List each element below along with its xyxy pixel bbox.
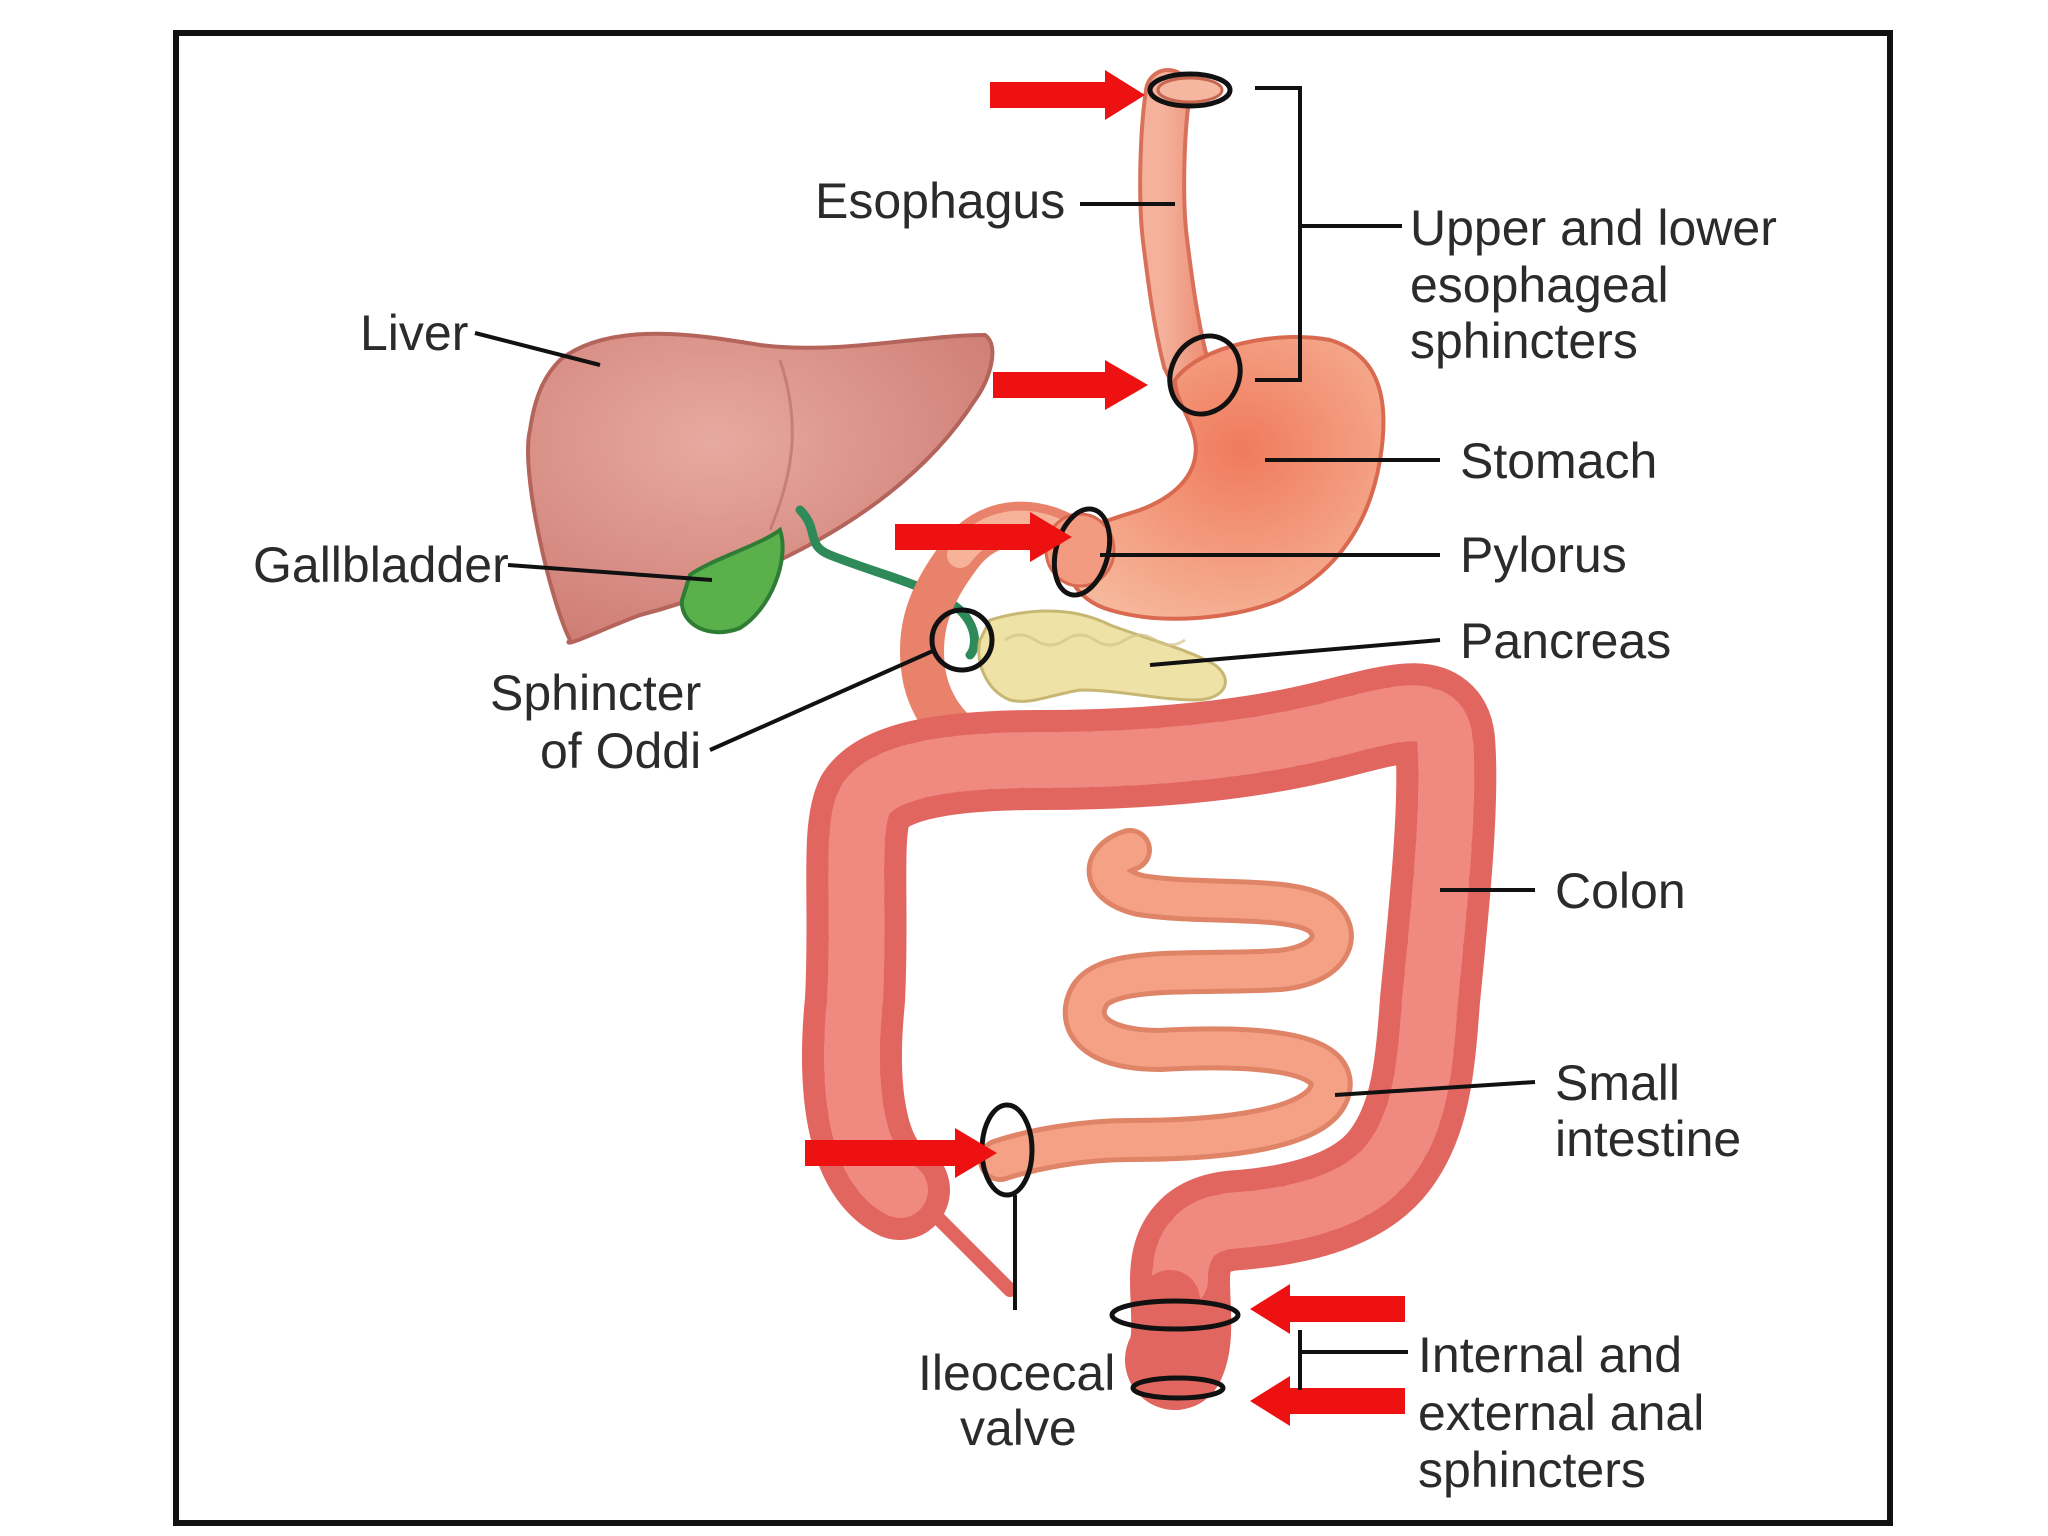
label-gallbladder: Gallbladder [253,537,509,593]
label-esophagus: Esophagus [815,173,1065,229]
liver-organ [526,331,995,645]
external-anal-sphincter-ring [1130,1375,1226,1401]
label-liver: Liver [360,305,468,361]
label-sphincter-of-oddi-line2: of Oddi [540,723,701,779]
liver-lobe-line [768,359,794,531]
pancreas-texture [1004,633,1186,647]
colon-highlight [824,685,1475,1308]
label-pancreas: Pancreas [1460,613,1671,669]
anal-canal [1140,1270,1207,1410]
label-ileocecal-line1: Ileocecal [918,1345,1115,1401]
bile-duct [795,505,979,660]
pancreas-organ [977,609,1227,703]
label-pylorus: Pylorus [1460,527,1627,583]
arrow-lower-esophageal [993,360,1148,410]
label-anal-line3: sphincters [1418,1442,1646,1498]
arrow-external-anal [1250,1376,1405,1426]
label-ileocecal-line2: valve [960,1400,1077,1456]
arrow-upper-esophageal [990,70,1145,120]
leader-lines [474,86,1536,1390]
esophagus-top-opening [1156,76,1224,104]
arrow-pylorus [895,512,1072,562]
arrow-internal-anal [1250,1284,1405,1334]
gallbladder-organ [679,526,785,635]
arrow-ileocecal [805,1128,997,1178]
label-small-intestine-line2: intestine [1555,1111,1741,1167]
label-anal-line1: Internal and [1418,1327,1682,1383]
label-upper-lower-line3: sphincters [1410,313,1638,369]
label-colon: Colon [1555,863,1686,919]
label-small-intestine-line1: Small [1555,1055,1680,1111]
label-upper-lower-line1: Upper and lower [1410,200,1777,256]
internal-anal-sphincter-ring [1109,1298,1241,1332]
upper-esophageal-sphincter-ring [1147,71,1233,109]
sphincter-of-oddi-ring [929,607,995,673]
label-anal-line2: external anal [1418,1385,1704,1441]
lower-esophageal-sphincter-ring [1167,333,1243,417]
label-sphincter-of-oddi-line1: Sphincter [490,665,701,721]
small-intestine-fill [983,833,1349,1177]
label-stomach: Stomach [1460,433,1657,489]
stomach-organ [1064,334,1386,621]
appendix [923,1203,1017,1297]
label-upper-lower-line2: esophageal [1410,257,1669,313]
